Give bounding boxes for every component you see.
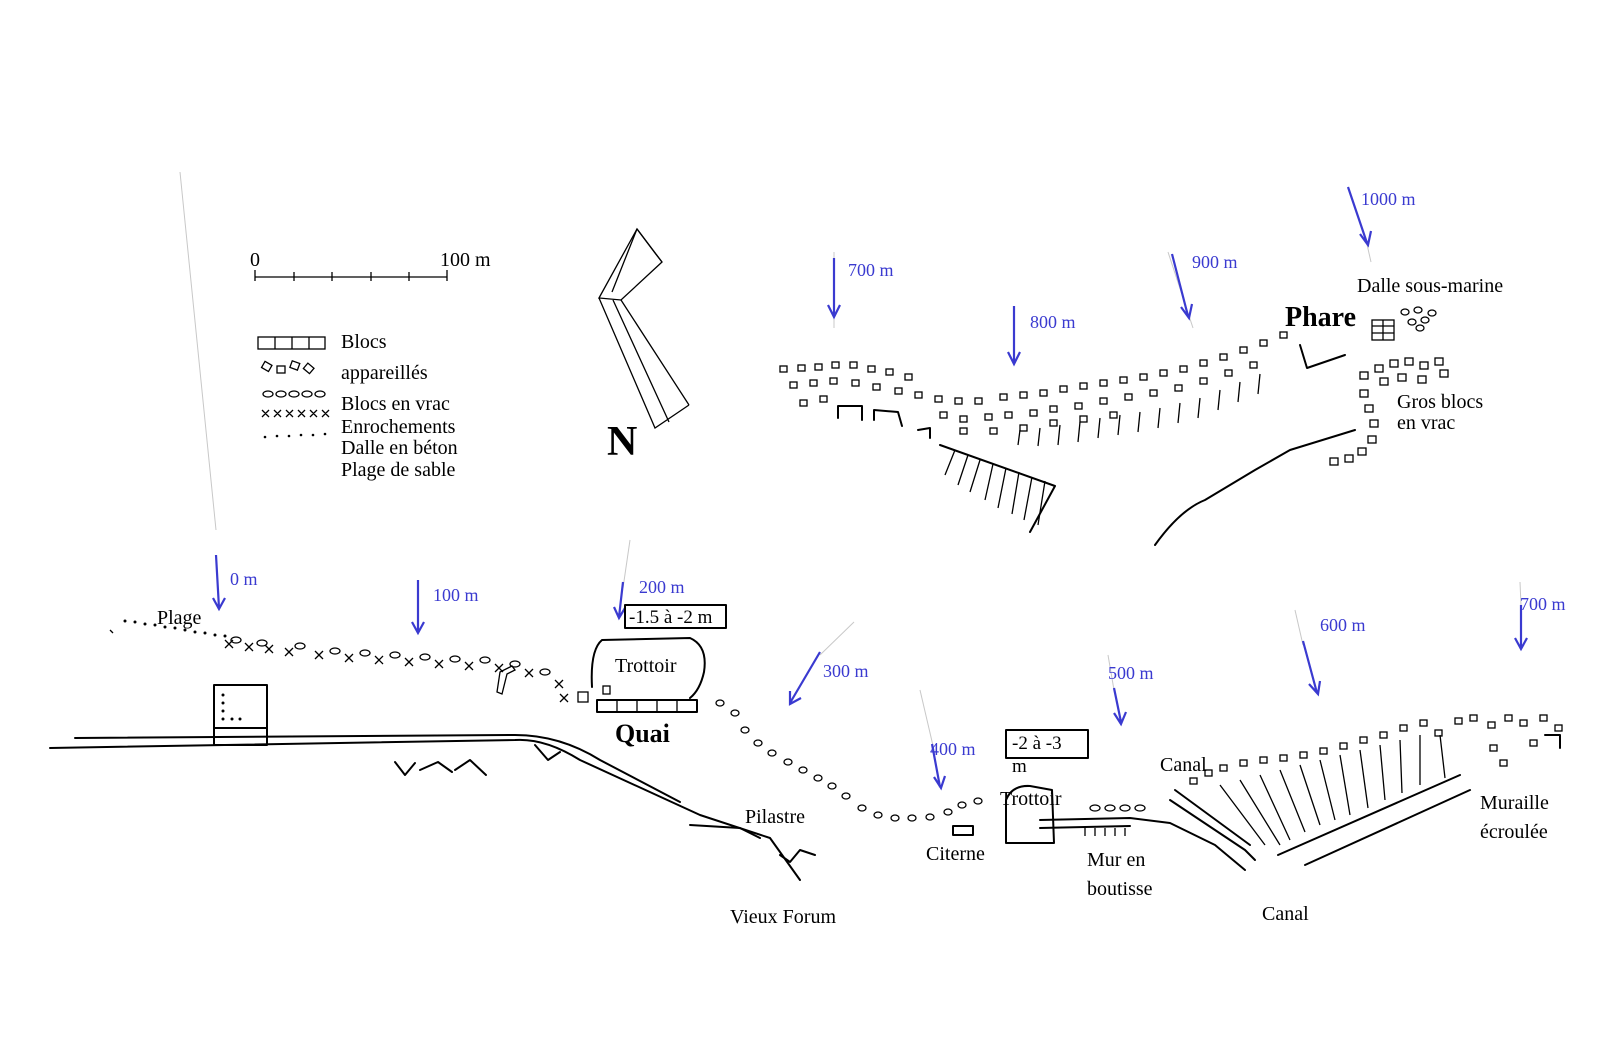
- depth-box-2: [1005, 729, 1089, 759]
- label-muraille-line1: Muraille: [1480, 792, 1549, 814]
- label-mur-line2: boutisse: [1087, 878, 1153, 900]
- marker-0m: 0 m: [179, 171, 258, 612]
- legend-label-appareilles: appareillés: [341, 362, 428, 384]
- depth-box-1-label: -1.5 à -2 m: [629, 607, 713, 628]
- marker-label-400m: 400 m: [930, 739, 976, 759]
- legend: 0 100 m: [250, 249, 491, 481]
- marker-label-900m: 900 m: [1192, 252, 1238, 272]
- label-muraille-line2: écroulée: [1480, 821, 1548, 843]
- scale-bar: 0 100 m: [250, 249, 491, 281]
- marker-600m: 600 m: [1294, 609, 1366, 697]
- marker-label-700m-upper: 700 m: [848, 260, 894, 280]
- cistern-and-sidewalk: -2 à -3 m: [952, 729, 1246, 871]
- label-dalle-sous-marine: Dalle sous-marine: [1357, 275, 1503, 297]
- scale-end-label: 100 m: [440, 249, 491, 271]
- label-trottoir-1: Trottoir: [615, 655, 677, 677]
- distance-markers: 0 m 100 m 200 m 300 m 400 m 500 m: [179, 171, 1566, 791]
- legend-label-enrochements: Enrochements: [341, 416, 456, 438]
- depth-box-1: [624, 604, 727, 629]
- label-gros-blocs-line1: Gros blocs: [1397, 391, 1483, 413]
- marker-200m: 200 m: [612, 539, 685, 621]
- marker-300m: 300 m: [788, 621, 869, 706]
- scale-start-label: 0: [250, 249, 260, 271]
- label-citerne: Citerne: [926, 843, 985, 865]
- marker-label-200m: 200 m: [639, 577, 685, 597]
- north-arrow-icon: N: [597, 227, 690, 465]
- marker-label-100m: 100 m: [433, 585, 479, 605]
- label-trottoir-2: Trottoir: [1000, 788, 1062, 810]
- depth-box-2-label: -2 à -3: [1012, 733, 1062, 754]
- north-label: N: [607, 419, 637, 465]
- canal-structure-lower: [1169, 714, 1563, 866]
- label-quai: Quai: [615, 719, 670, 748]
- label-plage: Plage: [157, 607, 202, 629]
- place-labels: Plage Trottoir Quai Pilastre Vieux Forum…: [157, 275, 1549, 928]
- legend-label-blocs-en-vrac: Blocs en vrac: [341, 393, 450, 415]
- marker-label-0m: 0 m: [230, 569, 258, 589]
- marker-label-800m: 800 m: [1030, 312, 1076, 332]
- label-phare: Phare: [1285, 302, 1356, 333]
- shoreline: [49, 684, 816, 881]
- upper-jetty: [779, 306, 1449, 546]
- marker-label-300m: 300 m: [823, 661, 869, 681]
- marker-label-700m-lower: 700 m: [1520, 594, 1566, 614]
- label-vieux-forum: Vieux Forum: [730, 906, 836, 928]
- marker-100m: 100 m: [411, 580, 479, 636]
- depth-box-2-label-m: m: [1012, 756, 1027, 777]
- label-mur-line1: Mur en: [1087, 849, 1145, 871]
- sea-wall-blocks-lower: [715, 699, 1146, 822]
- legend-label-dalle-en-beton: Dalle en béton: [341, 437, 458, 459]
- label-canal-1: Canal: [1160, 754, 1207, 776]
- legend-symbols: [257, 336, 330, 439]
- label-gros-blocs-line2: en vrac: [1397, 412, 1455, 434]
- enrochements-line: [224, 636, 569, 703]
- legend-label-blocs: Blocs: [341, 331, 387, 353]
- marker-label-500m: 500 m: [1108, 663, 1154, 683]
- marker-label-1000m: 1000 m: [1361, 189, 1416, 209]
- marker-900m: 900 m: [1167, 251, 1238, 329]
- marker-400m: 400 m: [919, 689, 976, 791]
- marker-1000m: 1000 m: [1346, 186, 1416, 263]
- marker-700m-lower: 700 m: [1514, 581, 1566, 652]
- marker-500m: 500 m: [1107, 654, 1154, 727]
- marker-700m-upper: 700 m: [827, 252, 894, 328]
- beach-dotted: [109, 619, 227, 638]
- label-canal-2: Canal: [1262, 903, 1309, 925]
- quai-structure: -1.5 à -2 m: [496, 604, 727, 713]
- marker-label-600m: 600 m: [1320, 615, 1366, 635]
- legend-label-plage-de-sable: Plage de sable: [341, 459, 456, 481]
- label-pilastre: Pilastre: [745, 806, 805, 828]
- marker-800m: 800 m: [1007, 306, 1076, 367]
